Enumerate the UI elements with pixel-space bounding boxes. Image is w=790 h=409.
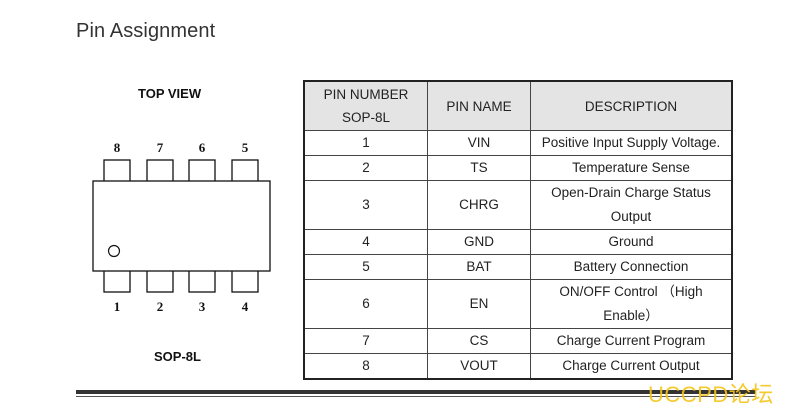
table-row: 6 EN ON/OFF Control （High Enable）	[303, 279, 733, 329]
table-row: 1 VIN Positive Input Supply Voltage.	[303, 130, 733, 156]
pin-name-cell: GND	[427, 229, 531, 255]
description-line: Open-Drain Charge Status	[551, 185, 711, 200]
table-row: 5 BAT Battery Connection	[303, 254, 733, 280]
description-line: Output	[610, 209, 652, 224]
sop8-package-diagram: 8 7 6 5 1 2 3 4	[92, 140, 271, 314]
description-cell: Temperature Sense	[530, 155, 733, 181]
pin-number-label: 1	[114, 299, 121, 314]
header-pin-number: PIN NUMBER SOP-8L	[303, 80, 428, 131]
pin-number-cell: 5	[303, 254, 428, 280]
pin-number-label: 7	[157, 140, 164, 155]
pin-name-cell: TS	[427, 155, 531, 181]
pin-number-cell: 2	[303, 155, 428, 181]
header-pin-number-line1: PIN NUMBER	[323, 87, 409, 102]
description-cell: ON/OFF Control （High Enable）	[530, 279, 733, 329]
top-view-label: TOP VIEW	[138, 86, 202, 101]
pin-number-cell: 7	[303, 328, 428, 354]
pin-name-cell: BAT	[427, 254, 531, 280]
pin-number-cell: 3	[303, 180, 428, 230]
pin-assignment-table: PIN NUMBER SOP-8L PIN NAME DESCRIPTION 1…	[303, 80, 733, 380]
package-caption: SOP-8L	[154, 349, 201, 364]
description-cell: Positive Input Supply Voltage.	[530, 130, 733, 156]
pin-number-label: 6	[199, 140, 206, 155]
pin-number-label: 2	[157, 299, 164, 314]
pin-4-lead	[231, 269, 259, 293]
bottom-pin-leads	[103, 269, 259, 293]
table-row: 2 TS Temperature Sense	[303, 155, 733, 181]
top-pin-leads	[103, 159, 259, 183]
header-pin-name: PIN NAME	[427, 80, 531, 131]
table-row: 8 VOUT Charge Current Output	[303, 353, 733, 380]
pin-number-label: 5	[242, 140, 249, 155]
section-divider-thin	[76, 396, 756, 397]
pin-name-cell: CS	[427, 328, 531, 354]
pin-number-label: 3	[199, 299, 206, 314]
pin-number-cell: 1	[303, 130, 428, 156]
pin-number-label: 4	[242, 299, 249, 314]
section-divider	[76, 390, 756, 394]
pin-number-cell: 6	[303, 279, 428, 329]
description-cell: Battery Connection	[530, 254, 733, 280]
table-row: 4 GND Ground	[303, 229, 733, 255]
pin-number-label: 8	[114, 140, 121, 155]
description-cell: Open-Drain Charge Status Output	[530, 180, 733, 230]
pin-8-lead	[103, 159, 131, 183]
pin-1-lead	[103, 269, 131, 293]
table-row: 7 CS Charge Current Program	[303, 328, 733, 354]
pin-number-cell: 8	[303, 353, 428, 380]
pin-2-lead	[146, 269, 174, 293]
description-cell: Charge Current Program	[530, 328, 733, 354]
pin-3-lead	[188, 269, 216, 293]
watermark-text: UCCPD论坛	[648, 382, 774, 407]
pin-6-lead	[188, 159, 216, 183]
pin-name-cell: EN	[427, 279, 531, 329]
pin-5-lead	[231, 159, 259, 183]
table-row: 3 CHRG Open-Drain Charge Status Output	[303, 180, 733, 230]
page-title: Pin Assignment	[76, 20, 216, 42]
pin-number-cell: 4	[303, 229, 428, 255]
chip-body	[92, 180, 271, 272]
pin-1-marker-dot	[107, 244, 121, 258]
pin-name-cell: VIN	[427, 130, 531, 156]
header-pin-number-line2: SOP-8L	[341, 110, 391, 125]
description-cell: Ground	[530, 229, 733, 255]
description-cell: Charge Current Output	[530, 353, 733, 380]
pin-7-lead	[146, 159, 174, 183]
pin-name-cell: CHRG	[427, 180, 531, 230]
table-header-row: PIN NUMBER SOP-8L PIN NAME DESCRIPTION	[303, 80, 733, 131]
pin-name-cell: VOUT	[427, 353, 531, 380]
header-description: DESCRIPTION	[530, 80, 733, 131]
